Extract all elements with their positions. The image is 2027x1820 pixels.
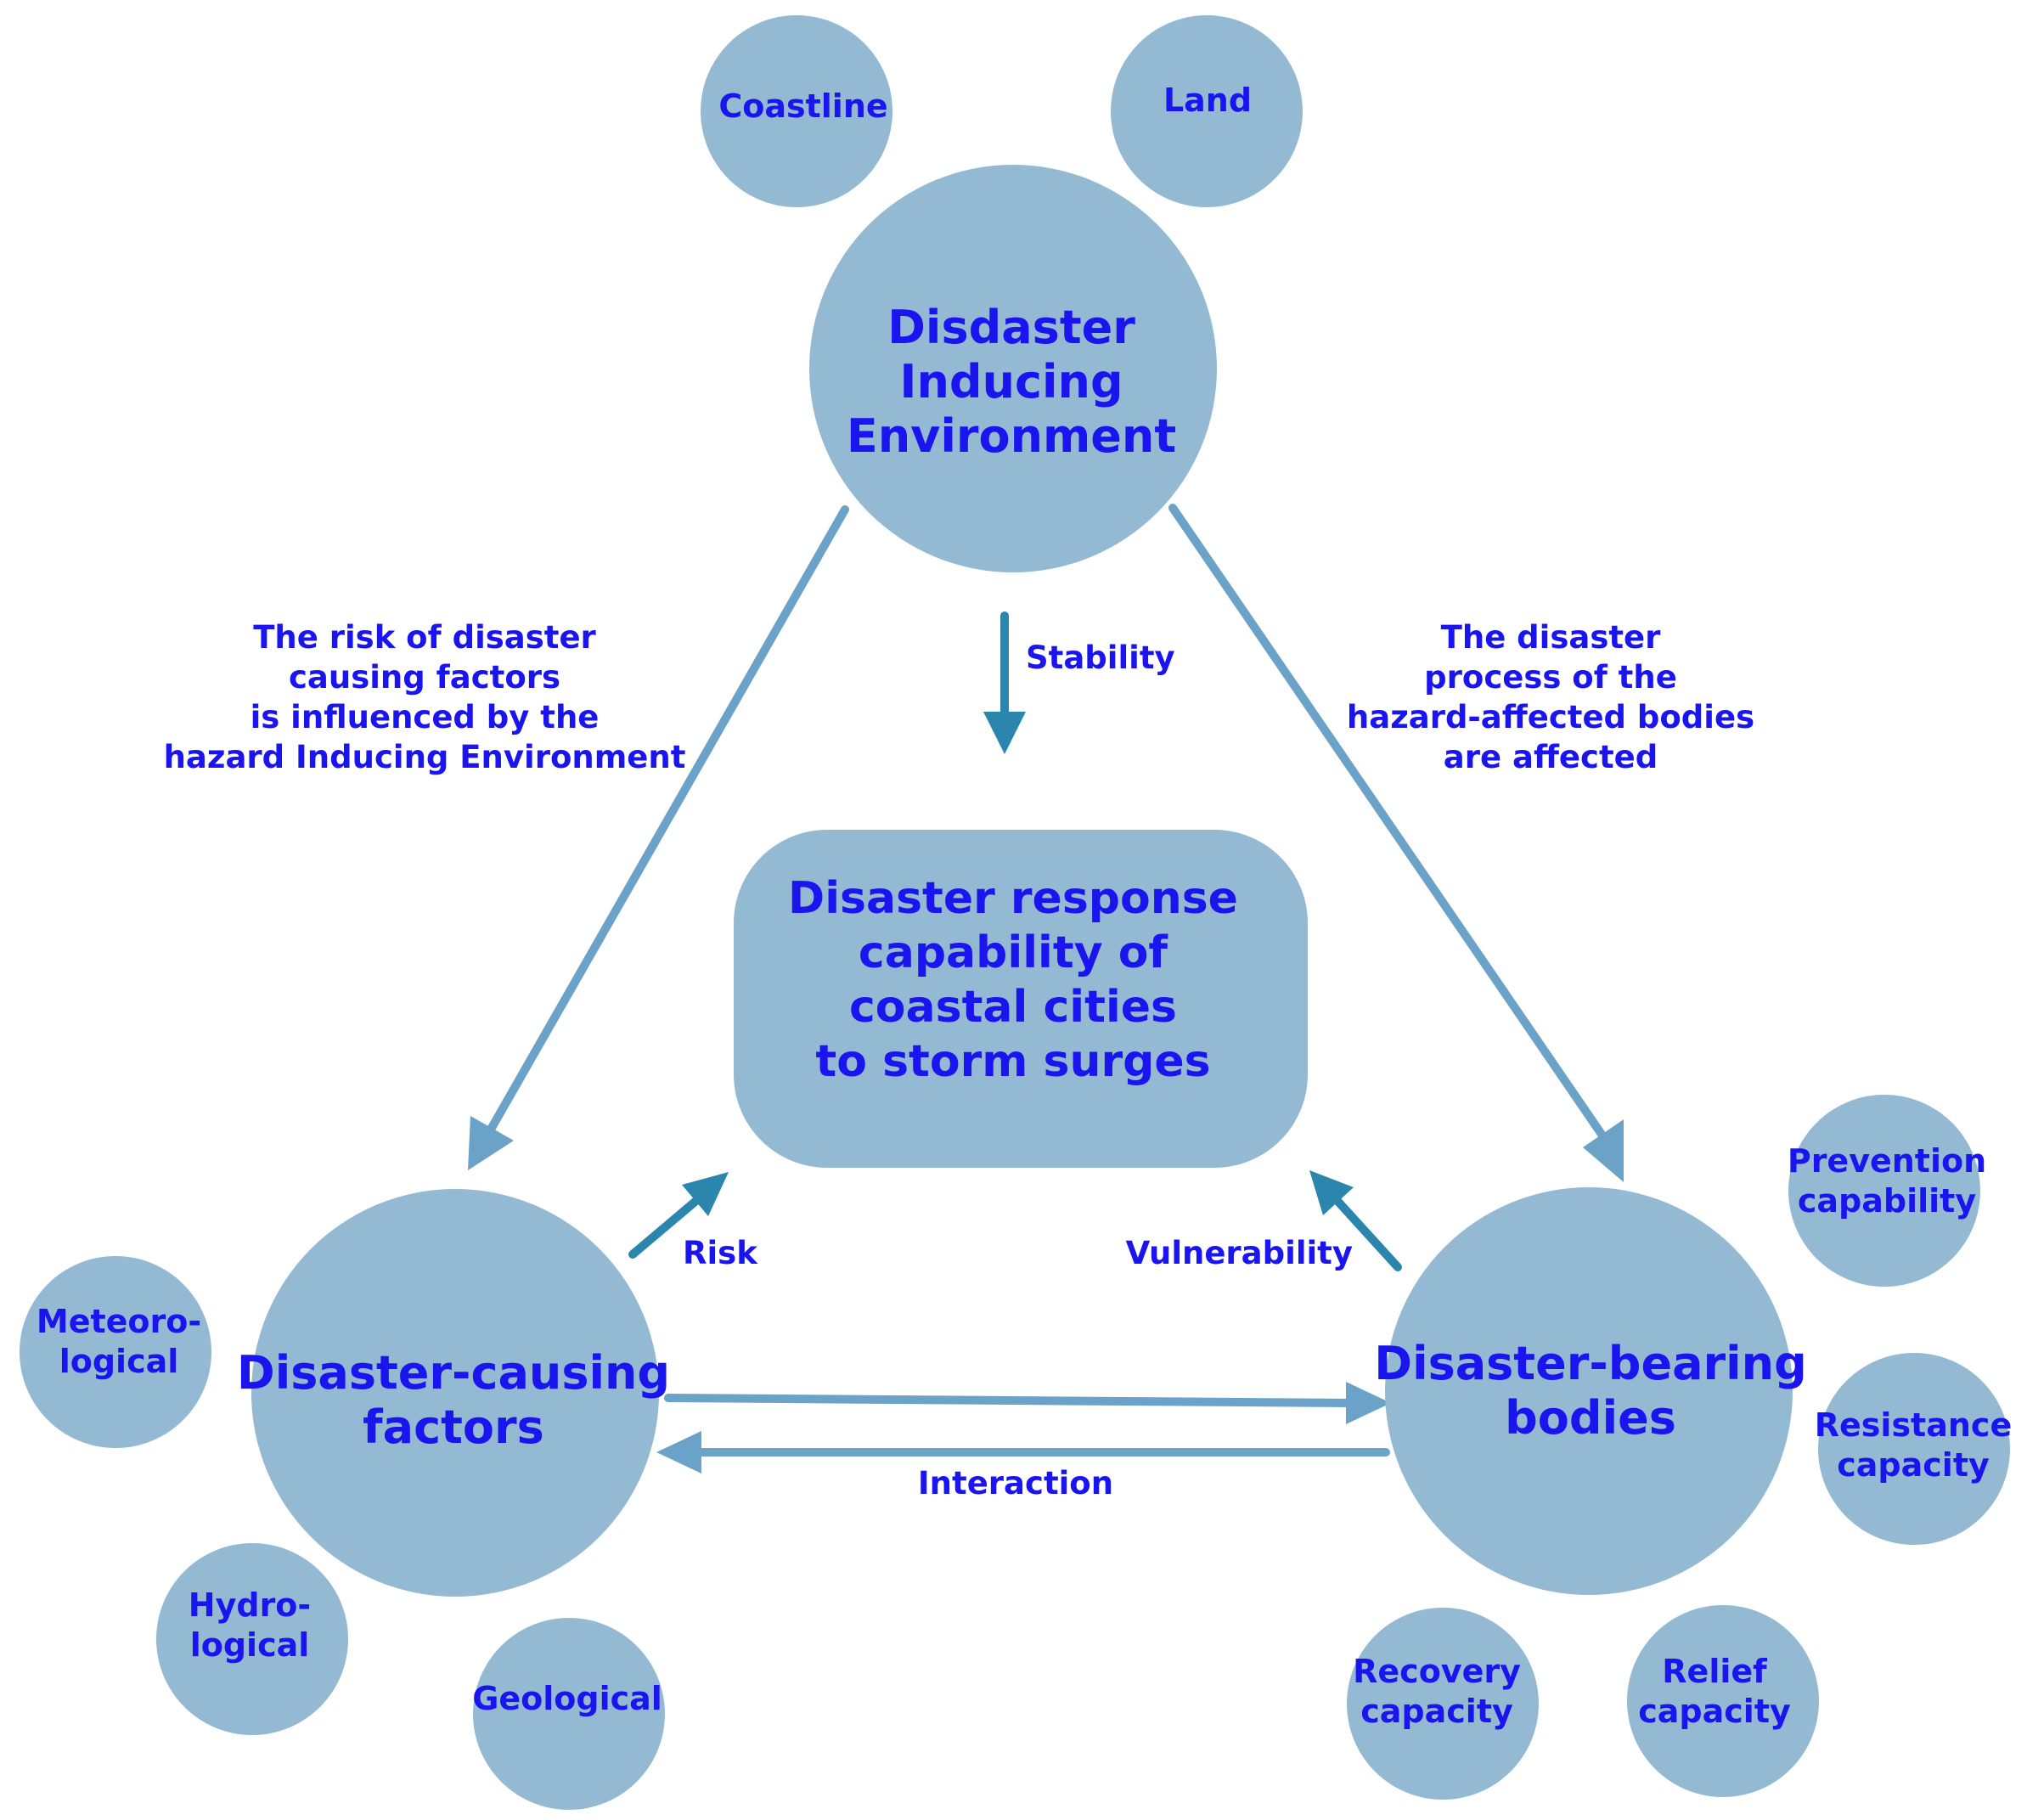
env-to-causing-arrowhead (468, 1116, 514, 1170)
meteorological-node (20, 1256, 211, 1448)
center-node-label-line-3: coastal cities (849, 982, 1177, 1033)
right-relation-label-line-3: hazard-affected bodies (1347, 699, 1754, 735)
relief-node (1627, 1605, 1819, 1797)
vulnerability-arrowhead (1309, 1170, 1354, 1215)
interaction-forward-arrowhead (1346, 1382, 1391, 1424)
center-node (734, 830, 1308, 1168)
recovery-label-line-2: capacity (1360, 1693, 1513, 1730)
coastline-label: Coastline (718, 87, 887, 125)
env-to-bearing-arrow-shaft (1168, 504, 1607, 1140)
bearing-node-label-line-2: bodies (1505, 1391, 1676, 1445)
hydrological-label: Hydro-logical (189, 1586, 311, 1664)
risk-label: Risk (683, 1235, 758, 1271)
right-relation-label-line-2: process of the (1424, 659, 1677, 696)
causing-node-label-line-2: factors (363, 1400, 544, 1454)
hydrological-label-line-1: Hydro- (189, 1586, 311, 1624)
prevention-label-line-1: Prevention (1788, 1142, 1986, 1180)
risk-arrowhead (682, 1172, 729, 1216)
meteorological-label-line-1: Meteoro- (37, 1303, 201, 1340)
relief-label-line-2: capacity (1638, 1693, 1791, 1730)
center-node-label-line-1: Disaster response (788, 873, 1238, 924)
meteorological-label-line-2: logical (59, 1343, 179, 1380)
risk-arrow-shaft (628, 1195, 702, 1259)
relief-label-line-1: Relief (1662, 1653, 1767, 1690)
interaction-label: Interaction (918, 1465, 1113, 1502)
environment-node-label-line-2: Inducing (899, 355, 1123, 409)
left-relation-label-line-2: causing factors (289, 659, 560, 696)
left-relation-label-line-4: hazard Inducing Environment (164, 739, 686, 775)
center-node-label-line-4: to storm surges (815, 1036, 1210, 1087)
prevention-label-line-2: capability (1798, 1182, 1976, 1220)
geological-node (473, 1618, 665, 1810)
stability-arrowhead (983, 712, 1026, 754)
hydrological-node (156, 1543, 348, 1735)
left-relation-label-line-1: The risk of disaster (253, 619, 596, 656)
resistance-label-line-2: capacity (1837, 1446, 1990, 1484)
bearing-node-label-line-1: Disaster-bearing (1374, 1337, 1807, 1390)
land-label-line-1: Land (1163, 82, 1252, 119)
causing-node (251, 1189, 659, 1597)
interaction-backward-arrowhead (656, 1431, 701, 1473)
environment-node (809, 165, 1217, 572)
environment-node-label-line-1: Disdaster (887, 301, 1135, 354)
causing-node-label-line-1: Disaster-causing (237, 1346, 670, 1400)
coastline-node (701, 15, 892, 207)
left-relation-label-line-3: is influenced by the (251, 699, 600, 735)
prevention-node (1788, 1095, 1980, 1287)
recovery-node (1347, 1608, 1539, 1800)
land-node (1111, 15, 1303, 207)
geological-label: Geological (472, 1680, 662, 1717)
geological-label-line-1: Geological (472, 1680, 662, 1717)
land-label: Land (1163, 82, 1252, 119)
interaction-forward-shaft (664, 1394, 1359, 1407)
env-to-bearing-arrowhead (1583, 1119, 1624, 1182)
env-to-causing-arrow-shaft (487, 505, 849, 1132)
hydrological-label-line-2: logical (190, 1626, 310, 1664)
vulnerability-arrow-shaft (1333, 1197, 1402, 1271)
resistance-node (1818, 1353, 2010, 1545)
stability-label: Stability (1026, 640, 1175, 676)
vulnerability-label: Vulnerability (1126, 1235, 1353, 1271)
right-relation-label-line-1: The disaster (1441, 619, 1662, 656)
coastline-label-line-1: Coastline (718, 87, 887, 125)
center-node-label-line-2: capability of (859, 927, 1169, 978)
meteorological-label: Meteoro-logical (37, 1303, 201, 1380)
environment-node-label-line-3: Environment (847, 409, 1176, 463)
resistance-label-line-1: Resistance (1815, 1406, 2012, 1444)
bearing-node (1385, 1187, 1793, 1595)
recovery-label-line-1: Recovery (1353, 1653, 1521, 1690)
right-relation-label-line-4: are affected (1444, 739, 1658, 775)
